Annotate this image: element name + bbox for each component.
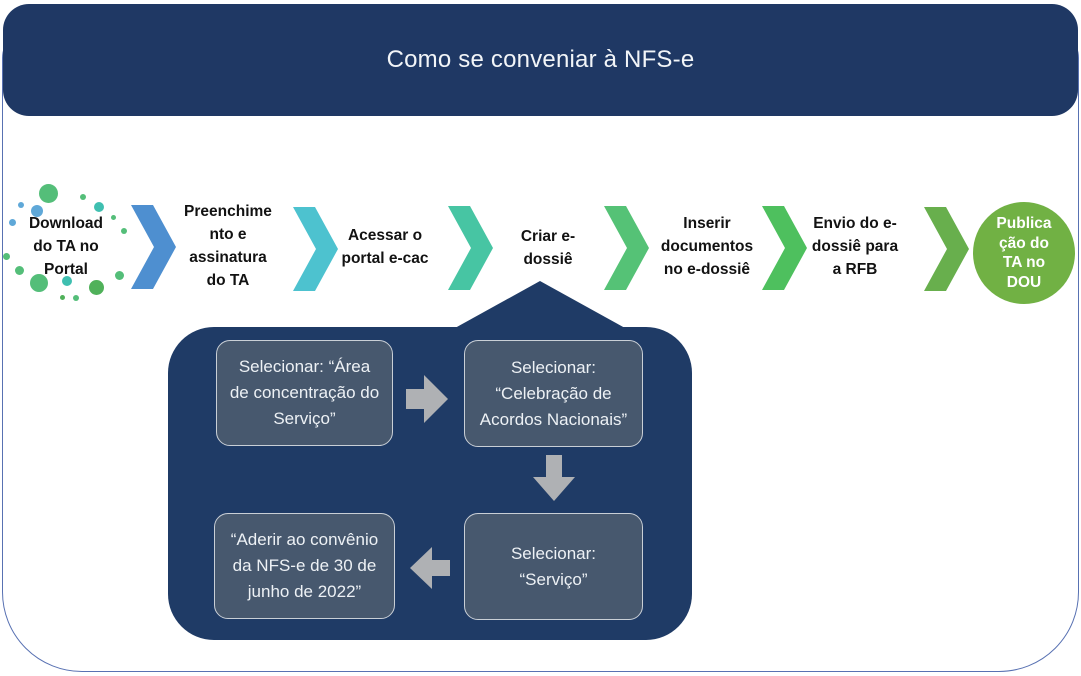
bubble-dot [8, 218, 16, 226]
bubble-dot [31, 205, 43, 217]
bubble-dot [2, 252, 10, 260]
chevron-right-icon [762, 206, 807, 290]
callout-step-box-aderir-convenio: “Aderir ao convênio da NFS-e de 30 de ju… [214, 513, 395, 619]
callout-step-box-area-concentracao: Selecionar: “Área de concentração do Ser… [216, 340, 393, 446]
flow-final-step-publicacao: Publica ção do TA no DOU [973, 202, 1075, 304]
bubble-dot [18, 202, 24, 208]
flow-step-download-ta: Download do TA no Portal [28, 215, 104, 278]
chevron-right-icon [131, 205, 176, 289]
bubble-dot [114, 270, 124, 280]
bubble-dot [14, 265, 24, 275]
arrow-left-icon [410, 547, 450, 589]
flow-step-acessar-ecac: Acessar o portal e-cac [341, 227, 429, 267]
bubble-dot [73, 295, 79, 301]
slide-title: Como se conveniar à NFS-e [386, 46, 695, 73]
flow-step-criar-edossie: Criar e- dossiê [520, 228, 576, 268]
bubble-dot [59, 294, 65, 300]
flow-step-envio-rfb: Envio do e- dossiê para a RFB [811, 215, 899, 278]
bubble-dot [80, 194, 86, 200]
chevron-right-icon [924, 207, 969, 291]
bubble-dot [110, 214, 116, 220]
flow-step-preenchimento: Preenchime nto e assinatura do TA [184, 203, 272, 289]
chevron-right-icon [604, 206, 649, 290]
callout-step-box-servico: Selecionar: “Serviço” [464, 513, 643, 620]
chevron-right-icon [448, 206, 493, 290]
chevron-right-icon [293, 207, 338, 291]
flow-step-inserir-documentos: Inserir documentos no e-dossiê [660, 215, 754, 278]
arrow-right-icon [406, 375, 448, 423]
arrow-down-icon [533, 455, 575, 501]
callout-step-box-celebracao: Selecionar: “Celebração de Acordos Nacio… [464, 340, 643, 447]
title-bar: Como se conveniar à NFS-e [3, 4, 1078, 116]
bubble-dot [30, 274, 48, 292]
bubble-dot [62, 276, 72, 286]
callout-pointer [455, 281, 625, 328]
bubble-dot [121, 228, 127, 234]
bubble-dot [94, 202, 104, 212]
bubble-dot [88, 279, 104, 295]
bubble-dot [38, 183, 58, 203]
